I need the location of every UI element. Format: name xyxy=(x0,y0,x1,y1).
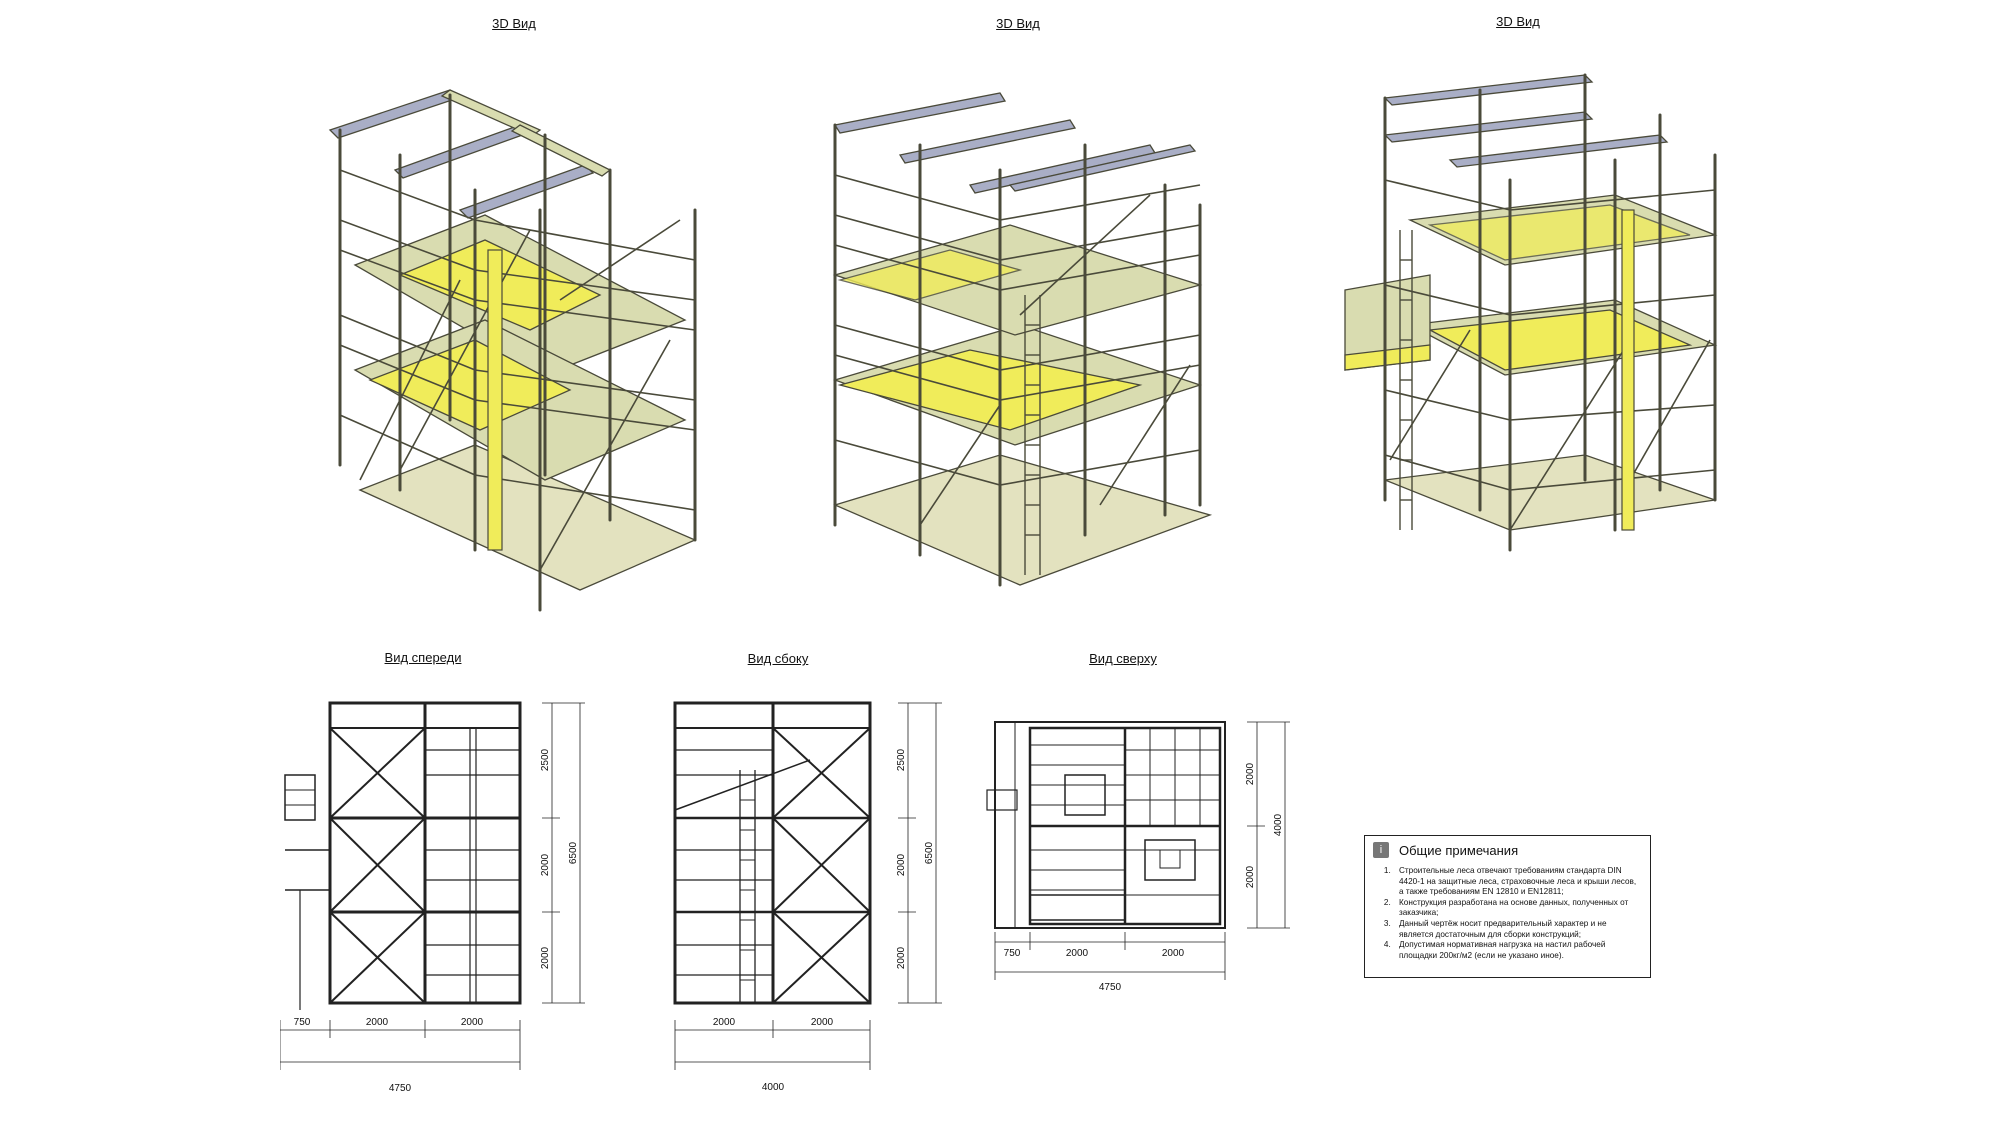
iso-right-title: 3D Вид xyxy=(1496,14,1540,29)
info-icon: i xyxy=(1373,842,1389,858)
side-dim-h1: 2500 xyxy=(896,748,907,771)
side-dim-w1: 2000 xyxy=(713,1017,736,1028)
side-view-title: Вид сбоку xyxy=(747,651,809,666)
front-dim-w3: 2000 xyxy=(461,1017,484,1028)
top-dim-total-height: 4000 xyxy=(1273,813,1284,836)
iso-middle-title: 3D Вид xyxy=(996,16,1040,31)
iso-left-title: 3D Вид xyxy=(492,16,536,31)
front-dim-total-width: 4750 xyxy=(389,1083,412,1094)
iso-right-drawing xyxy=(1330,60,1730,590)
side-dim-h2: 2000 xyxy=(896,853,907,876)
top-dim-h1: 2000 xyxy=(1245,762,1256,785)
front-dim-h2: 2000 xyxy=(540,853,551,876)
side-view-drawing: 2000 2000 4000 2500 2000 2000 6500 xyxy=(670,690,960,1110)
top-view-title: Вид сверху xyxy=(1089,651,1157,666)
notes-list: Строительные леса отвечают требованиям с… xyxy=(1373,866,1642,961)
notes-title: Общие примечания xyxy=(1399,842,1519,858)
top-dim-w2: 2000 xyxy=(1066,948,1089,959)
front-dim-w2: 2000 xyxy=(366,1017,389,1028)
iso-left-drawing xyxy=(300,70,720,630)
front-dim-h1: 2500 xyxy=(540,748,551,771)
top-dim-h2: 2000 xyxy=(1245,865,1256,888)
front-dim-h3: 2000 xyxy=(540,946,551,969)
side-dim-total-width: 4000 xyxy=(762,1082,785,1093)
side-dim-w2: 2000 xyxy=(811,1017,834,1028)
note-item: Данный чертёж носит предварительный хара… xyxy=(1393,919,1642,940)
front-view-title: Вид спереди xyxy=(384,650,462,665)
front-dim-total-height: 6500 xyxy=(568,841,579,864)
top-dim-w1: 750 xyxy=(1004,948,1021,959)
top-dim-w3: 2000 xyxy=(1162,948,1185,959)
side-dim-h3: 2000 xyxy=(896,946,907,969)
note-item: Допустимая нормативная нагрузка на насти… xyxy=(1393,940,1642,961)
side-dim-total-height: 6500 xyxy=(924,841,935,864)
front-dim-w1: 750 xyxy=(294,1017,311,1028)
iso-middle-drawing xyxy=(820,85,1240,605)
top-dim-total-width: 4750 xyxy=(1099,982,1122,993)
top-view-drawing: 750 2000 2000 4750 2000 2000 4000 xyxy=(985,710,1295,1000)
note-item: Конструкция разработана на основе данных… xyxy=(1393,898,1642,919)
front-view-drawing: 750 2000 2000 4750 2500 2000 2000 6500 xyxy=(280,690,600,1110)
general-notes-box: i Общие примечания Строительные леса отв… xyxy=(1364,835,1651,978)
note-item: Строительные леса отвечают требованиям с… xyxy=(1393,866,1642,898)
